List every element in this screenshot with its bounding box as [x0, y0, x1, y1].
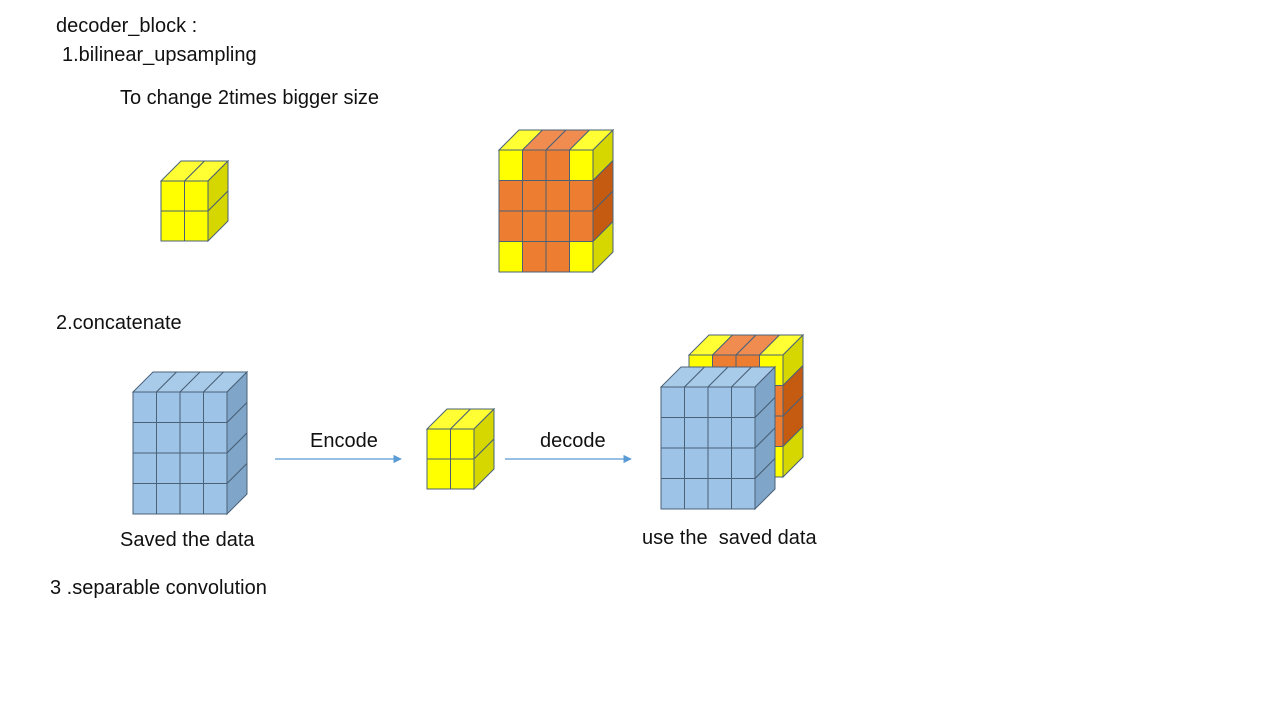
cube-front-cell — [179, 422, 204, 454]
step-3-heading: 3 .separable convolution — [50, 577, 267, 599]
cube-front-cell — [707, 417, 732, 449]
cube-front-cell — [684, 447, 709, 479]
cube-front-cell — [707, 386, 732, 418]
cube-front-cell — [179, 483, 204, 515]
cube-front-cell — [545, 210, 570, 242]
cube-front-cell — [569, 149, 594, 181]
cube-front-cell — [731, 447, 756, 479]
use-saved-data-caption: use the saved data — [642, 527, 817, 549]
small-input-cube — [159, 159, 230, 243]
cube-front-cell — [545, 241, 570, 273]
cube-front-cell — [569, 210, 594, 242]
cube-front-cell — [522, 180, 547, 212]
cube-front-cell — [498, 180, 523, 212]
cube-front-cell — [426, 458, 451, 490]
cube-front-cell — [203, 452, 228, 484]
cube-front-cell — [498, 210, 523, 242]
cube-front-cell — [156, 422, 181, 454]
cube-front-cell — [731, 417, 756, 449]
cube-front-cell — [545, 180, 570, 212]
cube-front-cell — [707, 447, 732, 479]
cube-front-cell — [132, 452, 157, 484]
cube-front-cell — [450, 458, 475, 490]
cube-front-cell — [203, 483, 228, 515]
encoded-cube — [425, 407, 496, 491]
cube-front-cell — [660, 386, 685, 418]
page-title: decoder_block : — [56, 15, 198, 37]
cube-front-cell — [522, 210, 547, 242]
cube-front-cell — [684, 478, 709, 510]
cube-front-cell — [660, 447, 685, 479]
cube-front-cell — [184, 210, 209, 242]
cube-front-cell — [660, 478, 685, 510]
cube-front-cell — [156, 452, 181, 484]
cube-front-cell — [569, 241, 594, 273]
cube-front-cell — [545, 149, 570, 181]
cube-front-cell — [660, 417, 685, 449]
cube-front-cell — [426, 428, 451, 460]
cube-front-cell — [569, 180, 594, 212]
cube-front-cell — [132, 391, 157, 423]
cube-front-cell — [731, 386, 756, 418]
cube-front-cell — [684, 386, 709, 418]
cube-front-cell — [160, 180, 185, 212]
step-1-description: To change 2times bigger size — [120, 87, 380, 109]
saved-data-caption: Saved the data — [120, 529, 255, 551]
cube-front-cell — [179, 452, 204, 484]
decode-label: decode — [540, 430, 606, 452]
saved-data-cube — [131, 370, 249, 516]
cube-front-cell — [450, 428, 475, 460]
cube-front-cell — [498, 149, 523, 181]
cube-front-cell — [132, 422, 157, 454]
cube-front-cell — [498, 241, 523, 273]
cube-front-cell — [156, 483, 181, 515]
step-1-heading: 1.bilinear_upsampling — [62, 44, 257, 66]
step-2-heading: 2.concatenate — [56, 312, 182, 334]
cube-front-cell — [132, 483, 157, 515]
cube-front-cell — [684, 417, 709, 449]
cube-front-cell — [184, 180, 209, 212]
cube-front-cell — [203, 391, 228, 423]
cube-front-cell — [203, 422, 228, 454]
cube-front-cell — [522, 149, 547, 181]
upsampled-cube — [497, 128, 615, 274]
cube-front-cell — [707, 478, 732, 510]
concat-front-cube — [659, 365, 777, 511]
cube-front-cell — [156, 391, 181, 423]
encode-label: Encode — [310, 430, 378, 452]
cube-front-cell — [522, 241, 547, 273]
cube-front-cell — [160, 210, 185, 242]
cube-front-cell — [179, 391, 204, 423]
cube-front-cell — [731, 478, 756, 510]
